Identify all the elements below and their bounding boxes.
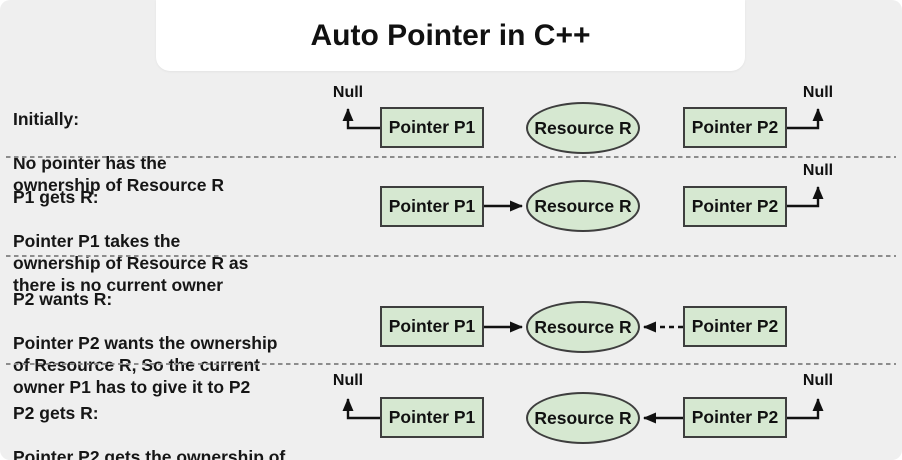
row2-p2-to-null-arrow — [786, 186, 824, 208]
row4-p1-to-null-arrow — [342, 398, 380, 420]
row1-text: Initially: No pointer has the ownership … — [13, 86, 224, 218]
row2-null-label-right: Null — [802, 162, 834, 179]
row3-pointer-p1-node: Pointer P1 — [380, 306, 484, 347]
node-label: Resource R — [534, 195, 632, 216]
row3-resource-node: Resource R — [526, 301, 640, 353]
row4-description: Pointer P2 gets the ownership of Resourc… — [13, 447, 286, 460]
row3-description: Pointer P2 wants the ownership of Resour… — [13, 333, 278, 397]
row2-text: P1 gets R: Pointer P1 takes the ownershi… — [13, 164, 248, 318]
node-label: Pointer P2 — [691, 196, 779, 216]
node-label: Pointer P1 — [388, 407, 476, 427]
row2-pointer-p1-node: Pointer P1 — [380, 186, 484, 227]
row3-heading: P2 wants R: — [13, 289, 113, 309]
node-label: Pointer P1 — [388, 316, 476, 336]
row4-null-label-left: Null — [332, 372, 364, 389]
row1-p2-to-null-arrow — [786, 108, 824, 130]
node-label: Pointer P2 — [691, 316, 779, 336]
node-label: Pointer P2 — [691, 117, 779, 137]
row4-heading: P2 gets R: — [13, 403, 99, 423]
row1-pointer-p1-node: Pointer P1 — [380, 107, 484, 148]
row4-pointer-p1-node: Pointer P1 — [380, 397, 484, 438]
row3-text: P2 wants R: Pointer P2 wants the ownersh… — [13, 266, 278, 420]
row1-description: No pointer has the ownership of Resource… — [13, 153, 225, 195]
row1-null-label-left: Null — [332, 84, 364, 101]
row2-resource-node: Resource R — [526, 180, 640, 232]
row1-resource-node: Resource R — [526, 102, 640, 154]
row2-pointer-p2-node: Pointer P2 — [683, 186, 787, 227]
row2-description: Pointer P1 takes the ownership of Resour… — [13, 231, 249, 295]
row4-p2-to-null-arrow — [786, 398, 824, 420]
row1-p1-to-null-arrow — [342, 108, 380, 130]
node-label: Resource R — [534, 316, 632, 337]
row-separator-1 — [6, 156, 896, 158]
row1-pointer-p2-node: Pointer P2 — [683, 107, 787, 148]
row4-resource-node: Resource R — [526, 392, 640, 444]
title-panel: Auto Pointer in C++ — [156, 0, 745, 71]
node-label: Pointer P1 — [388, 117, 476, 137]
row3-pointer-p2-node: Pointer P2 — [683, 306, 787, 347]
row4-null-label-right: Null — [802, 372, 834, 389]
page-title: Auto Pointer in C++ — [310, 18, 591, 52]
node-label: Resource R — [534, 117, 632, 138]
node-label: Pointer P2 — [691, 407, 779, 427]
row-separator-3 — [6, 363, 896, 365]
row1-heading: Initially: — [13, 109, 80, 129]
row-separator-2 — [6, 255, 896, 257]
node-label: Pointer P1 — [388, 196, 476, 216]
row2-heading: P1 gets R: — [13, 187, 99, 207]
row4-text: P2 gets R: Pointer P2 gets the ownership… — [13, 380, 285, 460]
node-label: Resource R — [534, 407, 632, 428]
row4-pointer-p2-node: Pointer P2 — [683, 397, 787, 438]
row1-null-label-right: Null — [802, 84, 834, 101]
